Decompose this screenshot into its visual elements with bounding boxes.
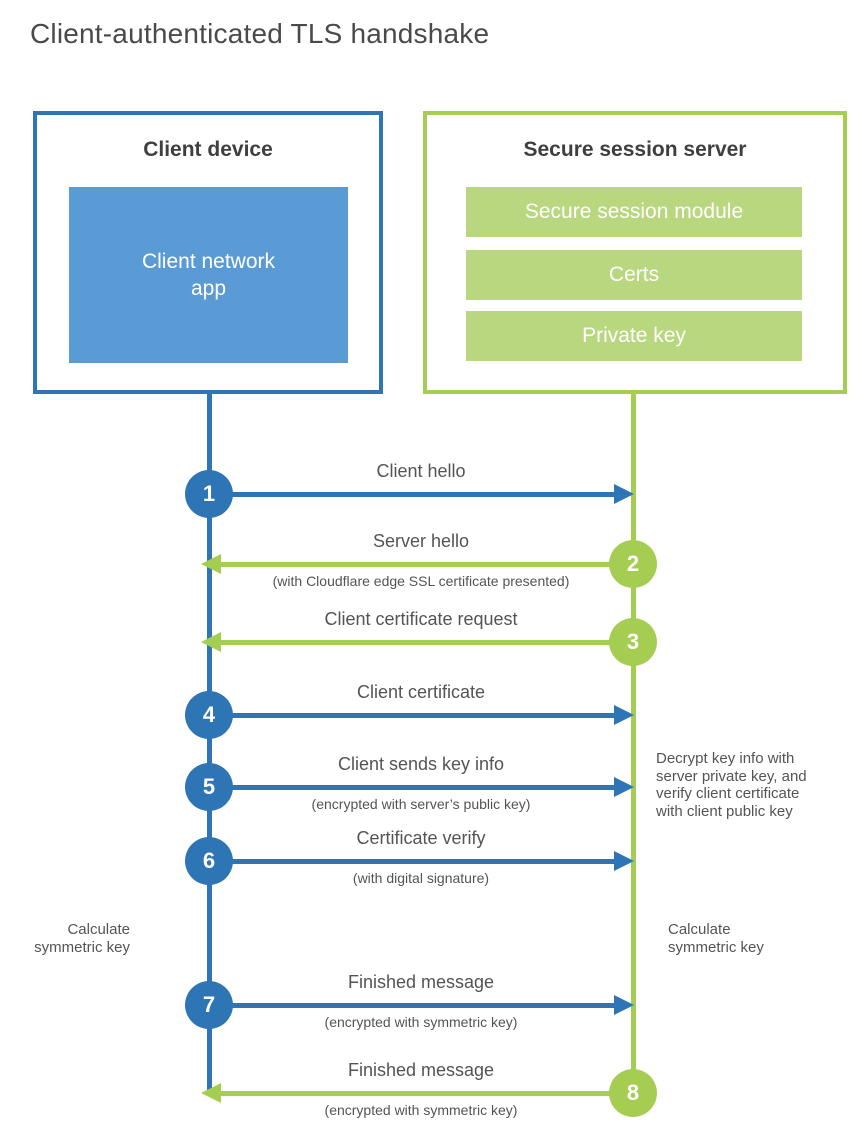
arrowhead-right-icon <box>614 777 634 797</box>
message-label: Finished message <box>347 1060 495 1080</box>
message-label: Client certificate <box>356 682 486 702</box>
step-circle-4: 4 <box>185 691 233 739</box>
note-line: symmetric key <box>34 939 130 956</box>
client-network-app-line2: app <box>190 277 227 300</box>
message-label: Server hello <box>372 531 470 551</box>
client-device-box: Client device Client network app <box>33 111 383 394</box>
server-module-secure-session: Secure session module <box>466 187 802 237</box>
message-label: Client sends key info <box>337 754 505 774</box>
arrowhead-right-icon <box>614 484 634 504</box>
secure-session-server-box: Secure session server Secure session mod… <box>423 111 847 394</box>
message-line <box>209 713 621 718</box>
note-calculate-symmetric-key-server: Calculate symmetric key <box>668 921 764 957</box>
note-line: symmetric key <box>668 939 764 956</box>
message-sublabel: (with Cloudflare edge SSL certificate pr… <box>272 573 570 589</box>
message-sublabel: (with digital signature) <box>352 870 490 886</box>
message-line <box>209 492 621 497</box>
arrowhead-left-icon <box>201 1083 221 1103</box>
note-line: verify client certificate <box>656 785 800 802</box>
step-circle-8: 8 <box>609 1069 657 1117</box>
arrowhead-right-icon <box>614 851 634 871</box>
step-circle-6: 6 <box>185 837 233 885</box>
message-sublabel: (encrypted with symmetric key) <box>324 1014 518 1030</box>
secure-session-server-title: Secure session server <box>523 138 747 161</box>
step-circle-7: 7 <box>185 981 233 1029</box>
client-device-title: Client device <box>143 138 273 161</box>
arrowhead-left-icon <box>201 554 221 574</box>
server-module-certs: Certs <box>466 250 802 300</box>
note-line: server private key, and <box>656 767 807 785</box>
message-line <box>209 785 621 790</box>
step-circle-3: 3 <box>609 618 657 666</box>
note-line: with client public key <box>656 802 793 820</box>
note-decrypt-key-info: Decrypt key info with server private key… <box>656 750 807 820</box>
message-label: Finished message <box>347 972 495 992</box>
message-line <box>221 1091 633 1096</box>
message-sublabel: (encrypted with server’s public key) <box>311 796 531 812</box>
server-lifeline <box>631 394 636 1093</box>
arrowhead-right-icon <box>614 995 634 1015</box>
step-circle-1: 1 <box>185 470 233 518</box>
arrowhead-left-icon <box>201 632 221 652</box>
message-line <box>209 859 621 864</box>
arrowhead-right-icon <box>614 705 634 725</box>
note-line: Calculate <box>67 921 130 938</box>
note-calculate-symmetric-key-client: Calculate symmetric key <box>25 921 130 957</box>
client-network-app-box: Client network app <box>69 187 348 363</box>
step-circle-5: 5 <box>185 763 233 811</box>
message-line <box>221 562 633 567</box>
server-module-private-key: Private key <box>466 311 802 361</box>
step-circle-2: 2 <box>609 540 657 588</box>
message-line <box>209 1003 621 1008</box>
message-label: Client hello <box>376 461 466 481</box>
client-network-app-line1: Client network <box>141 250 276 273</box>
note-line: Calculate <box>668 921 731 938</box>
message-label: Certificate verify <box>356 828 486 848</box>
message-label: Client certificate request <box>324 609 518 629</box>
page-title: Client-authenticated TLS handshake <box>30 18 490 49</box>
note-line: Decrypt key info with <box>656 750 795 767</box>
message-line <box>221 640 633 645</box>
client-lifeline <box>207 394 212 1093</box>
message-sublabel: (encrypted with symmetric key) <box>324 1102 518 1118</box>
